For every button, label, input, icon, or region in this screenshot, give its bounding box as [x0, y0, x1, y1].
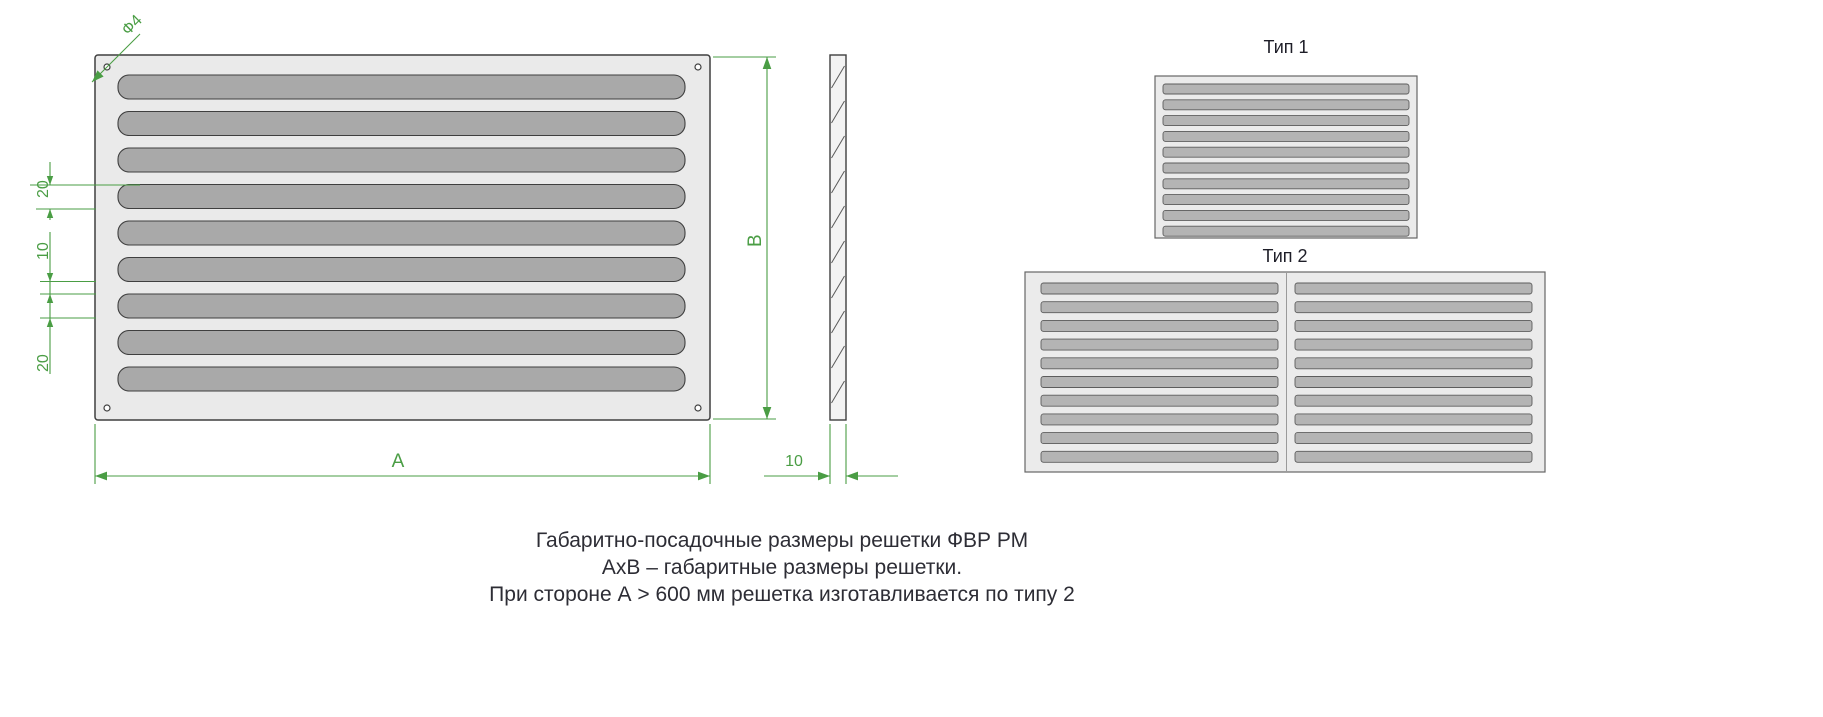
- dim-hole-label: Ф4: [119, 12, 146, 39]
- louver-slat: [1294, 357, 1533, 370]
- hatch-line: [831, 380, 845, 404]
- dim-thickness-10: 10: [764, 424, 898, 484]
- dim-20-bottom-label: 20: [35, 354, 52, 372]
- side-view-profile: [829, 54, 847, 421]
- caption-line1: Габаритно-посадочные размеры решетки ФВР…: [535, 529, 1029, 552]
- louver-slat: [1294, 319, 1533, 332]
- louver-slat: [1294, 394, 1533, 407]
- caption-line3: При стороне А > 600 мм решетка изготавли…: [489, 583, 1075, 606]
- louver-slat: [1040, 432, 1279, 445]
- type1-louvers: [1162, 83, 1410, 237]
- dim-20-top-label: 20: [35, 180, 52, 198]
- louver-slat: [117, 366, 686, 392]
- corner-hole: [694, 404, 702, 412]
- louver-slat: [1294, 432, 1533, 445]
- dim-height-B: В: [713, 56, 776, 420]
- caption-line2: АхВ – габаритные размеры решетки.: [601, 556, 963, 579]
- hatch-line: [831, 345, 845, 369]
- louver-slat: [1162, 178, 1410, 190]
- arrow-up-icon: [46, 209, 54, 218]
- louver-slat: [117, 293, 686, 319]
- louver-slat: [1162, 194, 1410, 206]
- side-profile-body: [829, 54, 847, 421]
- side-profile-hatch: [831, 65, 845, 404]
- dim-A-label: А: [392, 451, 405, 472]
- louver-slat: [1162, 162, 1410, 174]
- dim-10-label: 10: [35, 242, 52, 260]
- dim-B-label: В: [745, 234, 766, 247]
- louver-slat: [1040, 394, 1279, 407]
- leader-line: [91, 33, 141, 83]
- louver-slat: [1040, 319, 1279, 332]
- louver-slat: [1294, 376, 1533, 388]
- arrow-up-icon: [46, 294, 54, 303]
- louver-slat: [1294, 450, 1533, 463]
- louver-slat: [1294, 301, 1533, 314]
- type2-louvers-left: [1040, 282, 1279, 463]
- hatch-line: [831, 310, 845, 334]
- louver-slat: [1162, 99, 1410, 111]
- louver-slat: [1162, 115, 1410, 127]
- dim-width-A: А: [94, 424, 711, 484]
- louver-slat: [117, 256, 686, 283]
- louver-slat: [1040, 413, 1279, 426]
- louver-slat: [1162, 209, 1410, 221]
- grille-louvers: [117, 74, 686, 392]
- dim-thickness-label: 10: [785, 453, 803, 470]
- caption: Габаритно-посадочные размеры решетки ФВР…: [262, 527, 1302, 608]
- louver-slat: [1162, 83, 1410, 95]
- type1-view: Тип 1: [1154, 37, 1418, 239]
- hatch-line: [831, 205, 845, 229]
- dimension-annotations: Ф4 20 10 20: [30, 12, 898, 484]
- arrow-down-icon: [46, 273, 54, 282]
- front-view-grille: [94, 54, 711, 421]
- louver-slat: [117, 74, 686, 100]
- louver-slat: [1162, 146, 1410, 158]
- type1-title: Тип 1: [1263, 37, 1308, 57]
- hatch-line: [831, 170, 845, 194]
- louver-slat: [117, 183, 686, 210]
- arrow-down-icon: [46, 176, 54, 185]
- arrow-up-icon: [46, 318, 54, 327]
- corner-hole: [694, 63, 702, 71]
- hatch-line: [831, 65, 845, 89]
- corner-hole: [103, 404, 111, 412]
- louver-slat: [1162, 130, 1410, 142]
- louver-slat: [1040, 282, 1279, 295]
- louver-slat: [1040, 338, 1279, 351]
- louver-slat: [1040, 357, 1279, 370]
- louver-slat: [117, 220, 686, 246]
- louver-slat: [117, 329, 686, 356]
- louver-slat: [1040, 450, 1279, 463]
- louver-slat: [1294, 282, 1533, 295]
- louver-slat: [117, 147, 686, 173]
- dim-left-chain: 20 10 20: [30, 162, 140, 374]
- type2-louvers-right: [1294, 282, 1533, 463]
- hatch-line: [831, 100, 845, 124]
- louver-slat: [1040, 301, 1279, 314]
- type2-view: Тип 2: [1024, 246, 1546, 473]
- hatch-line: [831, 240, 845, 264]
- hatch-line: [831, 275, 845, 299]
- louver-slat: [1162, 225, 1410, 237]
- louver-slat: [1040, 376, 1279, 388]
- hatch-line: [831, 135, 845, 159]
- louver-slat: [1294, 413, 1533, 426]
- type2-title: Тип 2: [1262, 246, 1307, 266]
- louver-slat: [1294, 338, 1533, 351]
- louver-slat: [117, 110, 686, 137]
